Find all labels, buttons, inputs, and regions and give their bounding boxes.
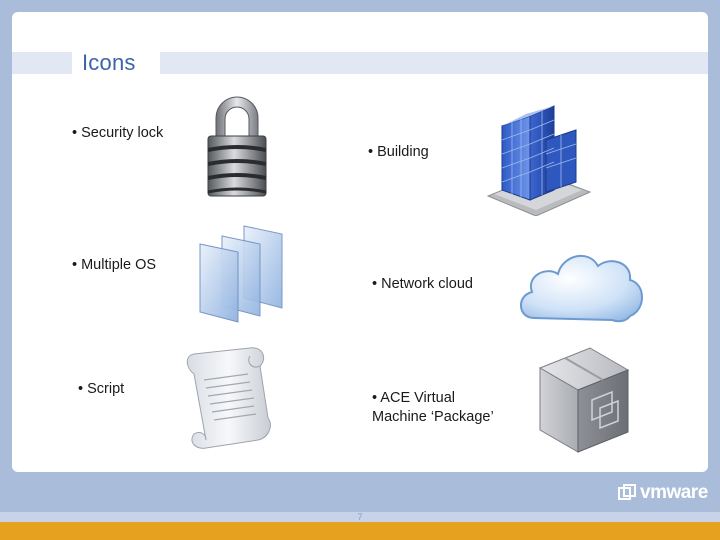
vmware-wordmark: vmware <box>640 482 708 503</box>
slide-canvas: Icons <box>12 12 708 472</box>
vmware-logo: vmware <box>618 482 708 504</box>
label-multiple-os: • Multiple OS <box>72 257 157 273</box>
slide-title: Icons <box>82 50 136 75</box>
label-ace-line2: Machine ‘Package’ <box>372 409 494 425</box>
multiple-os-icon <box>199 225 283 323</box>
label-ace-package: • ACE Virtual Machine ‘Package’ <box>372 389 494 427</box>
vmware-mark-icon <box>618 484 636 500</box>
building-icon <box>486 105 592 216</box>
label-network-cloud: • Network cloud <box>372 276 473 292</box>
footer-stripe <box>0 512 720 522</box>
footer-accent-bar <box>0 522 720 540</box>
title-band <box>12 52 708 74</box>
label-ace-line1: • ACE Virtual <box>372 390 455 406</box>
ace-package-icon <box>538 347 630 453</box>
lock-icon <box>207 96 267 197</box>
label-script: • Script <box>78 381 125 397</box>
title-backdrop <box>72 52 160 76</box>
page-number: 7 <box>357 512 363 522</box>
script-icon <box>186 347 271 449</box>
label-security-lock: • Security lock <box>72 125 164 141</box>
network-cloud-icon <box>520 255 643 323</box>
label-building: • Building <box>368 144 429 160</box>
